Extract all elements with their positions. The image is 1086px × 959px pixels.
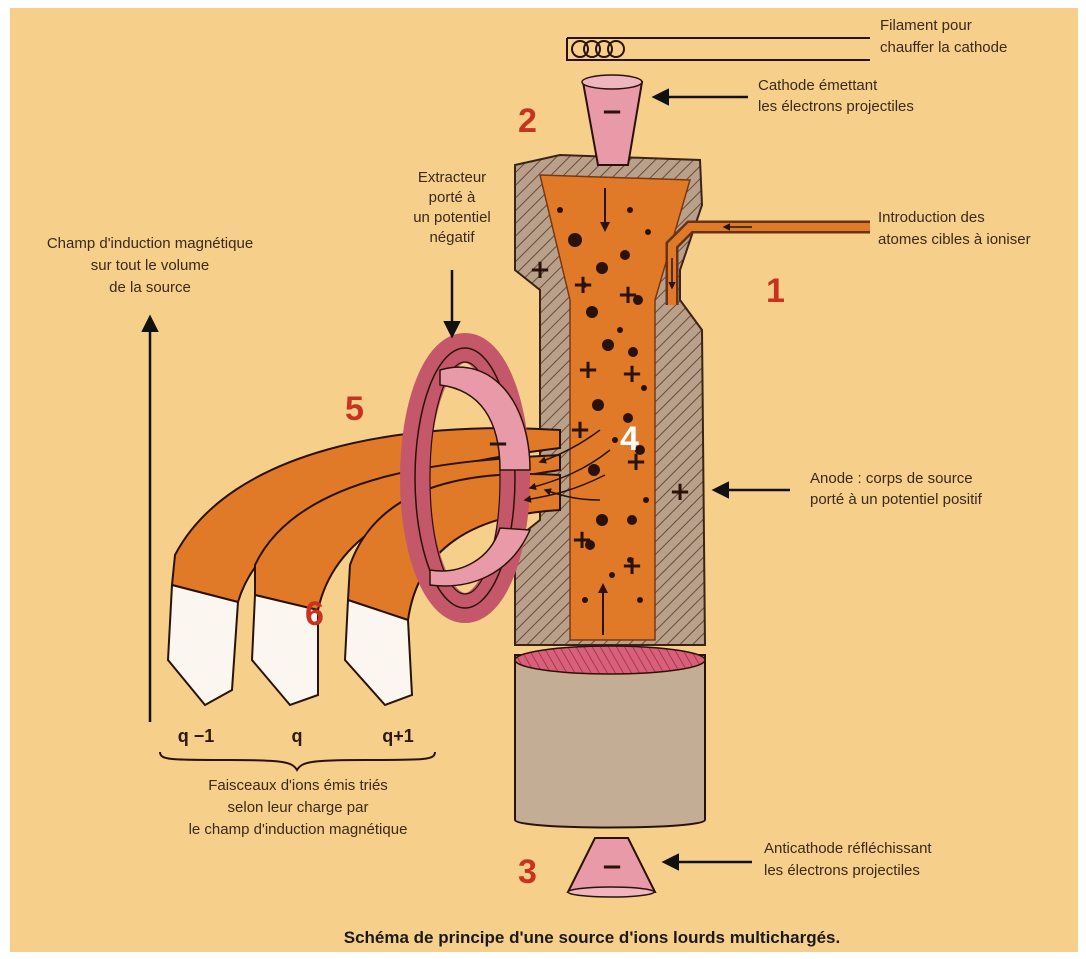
svg-text:Introduction des: Introduction des bbox=[878, 209, 985, 226]
svg-text:selon leur charge par: selon leur charge par bbox=[228, 799, 369, 816]
label-number-1: 1 bbox=[766, 272, 785, 310]
svg-text:Extracteur: Extracteur bbox=[418, 169, 486, 186]
svg-text:porté à: porté à bbox=[429, 189, 476, 206]
ion-plus-symbol: + bbox=[571, 525, 593, 555]
charge-label-q-minus-1: q −1 bbox=[178, 726, 215, 746]
anode-plus-symbol-left: + bbox=[529, 255, 551, 285]
svg-text:atomes cibles à ioniser: atomes cibles à ioniser bbox=[878, 231, 1031, 248]
figure-caption: Schéma de principe d'une source d'ions l… bbox=[344, 928, 840, 947]
label-number-5: 5 bbox=[345, 390, 364, 428]
svg-text:négatif: négatif bbox=[429, 229, 475, 246]
svg-text:Filament pour: Filament pour bbox=[880, 17, 972, 34]
cathode-minus-symbol: − bbox=[601, 97, 623, 127]
svg-text:Anticathode réfléchissant: Anticathode réfléchissant bbox=[764, 840, 932, 857]
label-number-6: 6 bbox=[305, 595, 324, 633]
ion-plus-symbol: + bbox=[577, 355, 599, 385]
svg-text:le champ d'induction magnétiqu: le champ d'induction magnétique bbox=[189, 821, 408, 838]
ion-plus-symbol: + bbox=[572, 270, 594, 300]
svg-text:Anode : corps de source: Anode : corps de source bbox=[810, 470, 973, 487]
svg-text:sur tout le volume: sur tout le volume bbox=[91, 257, 209, 274]
charge-label-q-plus-1: q+1 bbox=[382, 726, 414, 746]
ion-plus-symbol: + bbox=[569, 415, 591, 445]
svg-text:chauffer la cathode: chauffer la cathode bbox=[880, 39, 1007, 56]
ion-plus-symbol: + bbox=[621, 551, 643, 581]
charge-label-q: q bbox=[292, 726, 303, 746]
svg-text:les électrons projectiles: les électrons projectiles bbox=[764, 862, 920, 879]
anode-body bbox=[515, 155, 705, 645]
svg-text:porté à un potentiel positif: porté à un potentiel positif bbox=[810, 491, 983, 508]
svg-text:les électrons projectiles: les électrons projectiles bbox=[758, 98, 914, 115]
svg-text:un potentiel: un potentiel bbox=[413, 209, 491, 226]
ion-plus-symbol: + bbox=[621, 359, 643, 389]
label-number-3: 3 bbox=[518, 853, 537, 891]
anode-plus-symbol-right: + bbox=[669, 477, 691, 507]
svg-text:Cathode émettant: Cathode émettant bbox=[758, 77, 878, 94]
label-number-4: 4 bbox=[620, 420, 639, 458]
extractor-minus-symbol: − bbox=[487, 429, 509, 459]
svg-text:de la source: de la source bbox=[109, 279, 191, 296]
anticathode-body bbox=[515, 646, 705, 828]
anticathode-minus-symbol: − bbox=[601, 852, 623, 882]
svg-text:Faisceaux d'ions émis triés: Faisceaux d'ions émis triés bbox=[208, 777, 388, 794]
ion-plus-symbol: + bbox=[617, 280, 639, 310]
svg-text:Champ d'induction magnétique: Champ d'induction magnétique bbox=[47, 235, 253, 252]
label-number-2: 2 bbox=[518, 102, 537, 140]
